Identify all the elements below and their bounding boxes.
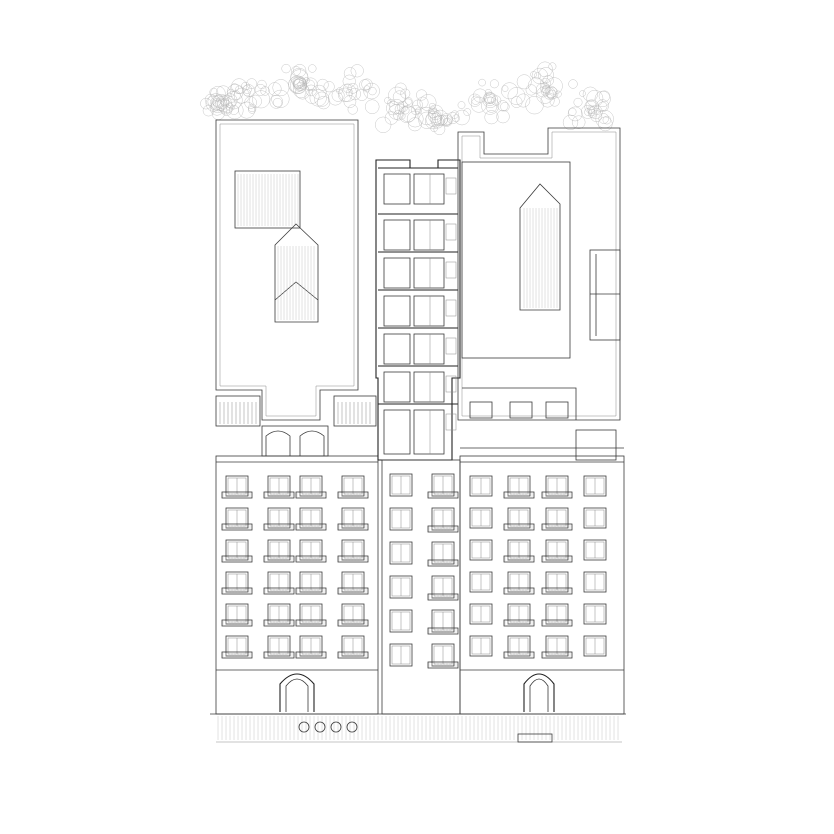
facade-window <box>469 571 493 593</box>
facade-window <box>469 539 493 561</box>
right-roof-volume <box>519 183 561 311</box>
facade-window <box>295 603 327 627</box>
facade-window <box>337 603 369 627</box>
street-level <box>210 713 626 743</box>
facade-window <box>295 507 327 531</box>
facade-window <box>427 609 459 635</box>
left-roof-volume-2 <box>274 223 319 323</box>
facade-window <box>263 603 295 627</box>
section-floor <box>383 173 457 205</box>
facade-window <box>337 571 369 595</box>
right-attic-windows <box>469 401 569 419</box>
facade-window <box>541 603 573 627</box>
facade-window <box>541 507 573 531</box>
facade-window <box>389 507 413 531</box>
facade-window <box>583 635 607 657</box>
right-roof-court <box>461 161 571 359</box>
facade-window <box>503 475 535 499</box>
section-rooms <box>378 167 458 455</box>
right-entrance <box>460 669 624 712</box>
facade-window <box>389 609 413 633</box>
left-building <box>215 119 379 715</box>
facade-window <box>295 539 327 563</box>
facade-window <box>541 475 573 499</box>
facade-window <box>221 475 253 499</box>
facade-window <box>583 571 607 593</box>
facade-window <box>337 635 369 659</box>
facade-window <box>583 507 607 529</box>
section-floor <box>383 295 457 327</box>
cafe-tables <box>298 721 358 733</box>
facade-window <box>503 507 535 531</box>
facade-window <box>541 539 573 563</box>
facade-window <box>583 603 607 625</box>
facade-window <box>221 603 253 627</box>
facade-window <box>389 473 413 497</box>
facade-window <box>263 635 295 659</box>
center-building-section <box>375 159 461 715</box>
facade-window <box>221 507 253 531</box>
right-building <box>457 127 625 715</box>
facade-window <box>221 539 253 563</box>
facade-window <box>389 541 413 565</box>
left-entrance <box>216 669 378 712</box>
facade-window <box>263 507 295 531</box>
facade-window <box>427 473 459 499</box>
facade-window <box>541 571 573 595</box>
facade-window <box>263 475 295 499</box>
facade-window <box>337 475 369 499</box>
facade-window <box>503 571 535 595</box>
facade-window <box>295 571 327 595</box>
section-floor <box>383 409 457 455</box>
facade-window <box>389 643 413 667</box>
facade-window <box>337 539 369 563</box>
facade-window <box>295 475 327 499</box>
facade-window <box>221 635 253 659</box>
right-roof-annex <box>589 249 621 341</box>
facade-window <box>427 575 459 601</box>
left-roof-volume-1 <box>234 170 301 229</box>
facade-window <box>469 635 493 657</box>
facade-window <box>337 507 369 531</box>
facade-window <box>427 541 459 567</box>
facade-window <box>503 603 535 627</box>
facade-window <box>469 475 493 497</box>
left-facade-windows <box>221 475 369 659</box>
center-facade-windows <box>389 473 459 669</box>
facade-window <box>263 539 295 563</box>
left-attic <box>215 395 377 457</box>
facade-window <box>427 507 459 533</box>
facade-window <box>427 643 459 669</box>
facade-window <box>503 539 535 563</box>
section-floor <box>383 333 457 365</box>
facade-window <box>503 635 535 659</box>
facade-window <box>469 507 493 529</box>
facade-window <box>221 571 253 595</box>
tree-canopy <box>200 61 614 135</box>
facade-window <box>389 575 413 599</box>
section-floor <box>383 219 457 251</box>
facade-window <box>263 571 295 595</box>
facade-window <box>583 475 607 497</box>
facade-window <box>583 539 607 561</box>
section-floor <box>383 257 457 289</box>
facade-window <box>541 635 573 659</box>
right-facade-windows <box>469 475 607 659</box>
facade-window <box>469 603 493 625</box>
section-floor <box>383 371 457 403</box>
facade-window <box>295 635 327 659</box>
